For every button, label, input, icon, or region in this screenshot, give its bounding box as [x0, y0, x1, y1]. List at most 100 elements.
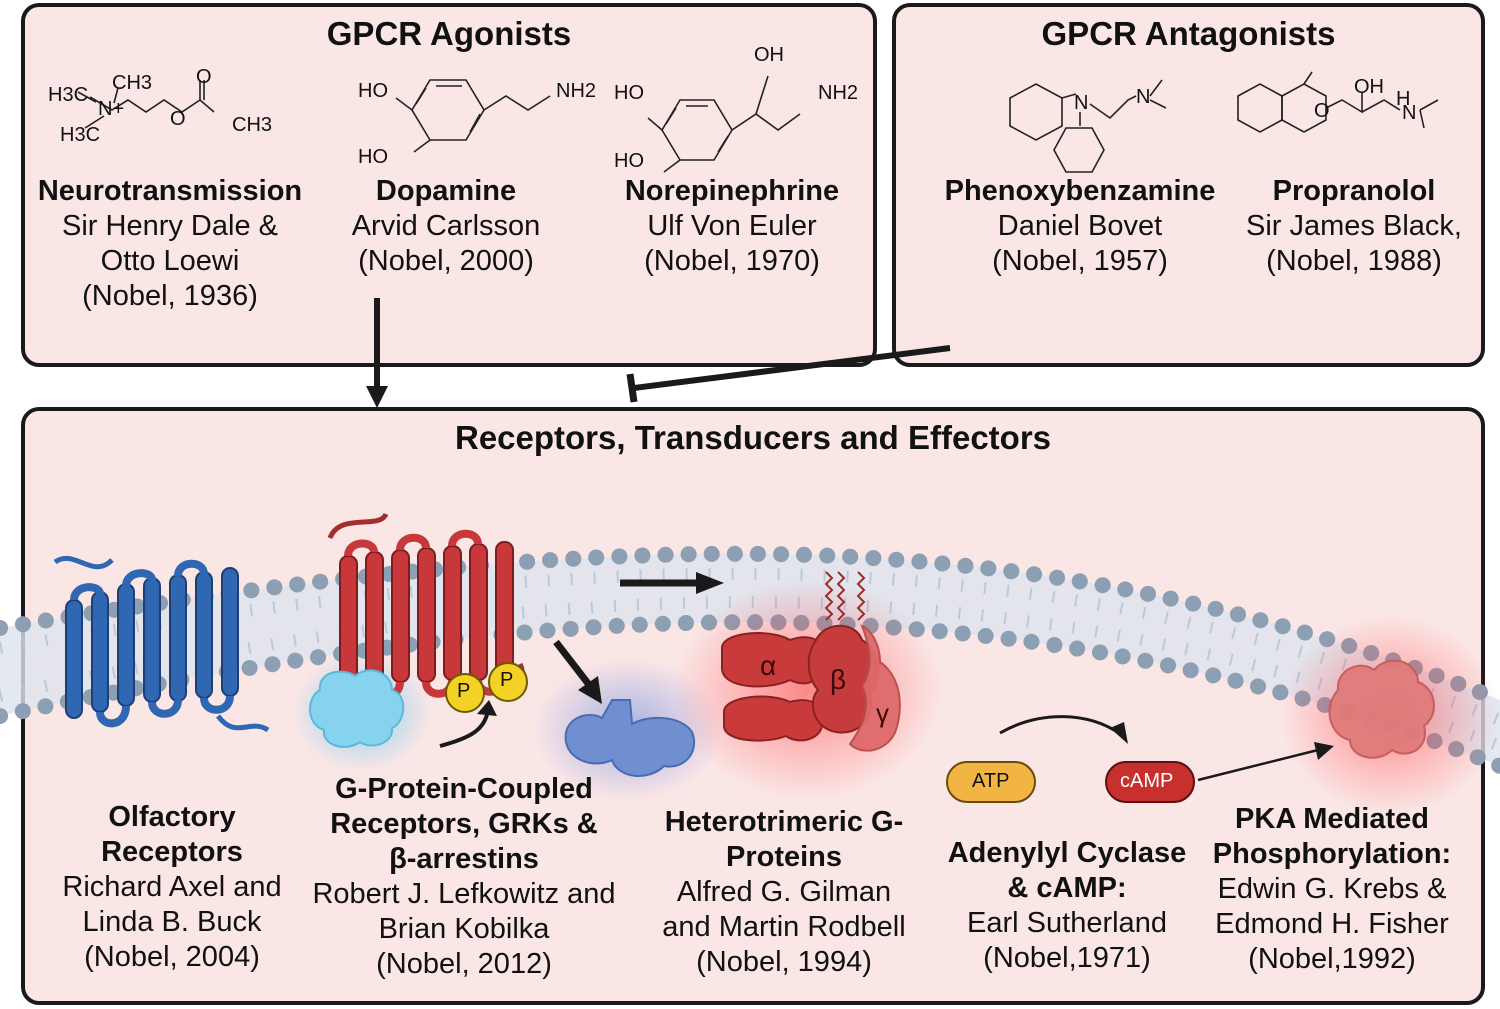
antagonist-inhibition-bar [626, 373, 638, 403]
g-protein-alpha [721, 632, 825, 742]
propranolol-structure [1237, 71, 1439, 133]
entry-name: Phenoxybenzamine [944, 175, 1216, 207]
atp-pill [946, 761, 1036, 803]
dopamine-label-ho-1: HO [358, 80, 388, 102]
norepinephrine-label-ho-1: HO [614, 82, 644, 104]
entry-name: Neurotransmission [37, 175, 303, 207]
camp-to-pka-arrow [1197, 748, 1319, 782]
entry-laureates: Daniel Bovet [997, 210, 1163, 242]
entry-propranolol: Propranolol Sir James Black, (Nobel, 198… [1226, 174, 1482, 279]
entry-nobel-year: (Nobel, 1957) [992, 245, 1168, 277]
entry-phenoxybenzamine: Phenoxybenzamine Daniel Bovet (Nobel, 19… [932, 174, 1228, 279]
entry-dopamine: Dopamine Arvid Carlsson (Nobel, 2000) [318, 174, 574, 279]
entry-name: Adenylyl Cyclase & cAMP: [947, 837, 1187, 904]
entry-laureates: Sir Henry Dale & Otto Loewi [62, 210, 278, 277]
alpha-subunit-label: α [760, 650, 777, 681]
phosphate-group-1 [445, 673, 485, 713]
atp-camp-arrow-head [1110, 722, 1128, 744]
beta-arrestin [564, 699, 695, 778]
entry-name: Norepinephrine [624, 175, 840, 207]
effectors-title: Receptors, Transducers and Effectors [454, 419, 1052, 456]
entry-nobel-year: (Nobel, 2004) [84, 941, 260, 973]
entry-pka-phosphorylation: PKA Mediated Phosphorylation: Edwin G. K… [1200, 802, 1464, 977]
entry-nobel-year: (Nobel,1992) [1248, 943, 1416, 975]
agonists-title: GPCR Agonists [326, 15, 572, 52]
entry-nobel-year: (Nobel, 2000) [358, 245, 534, 277]
entry-nobel-year: (Nobel, 1994) [696, 946, 872, 978]
entry-gpcr-grk-arrestins: G-Protein-Coupled Receptors, GRKs & β-ar… [296, 772, 632, 982]
entry-laureates: Ulf Von Euler [647, 210, 817, 242]
entry-adenylyl-cyclase-camp: Adenylyl Cyclase & cAMP: Earl Sutherland… [938, 836, 1196, 976]
camp-label: cAMP [1120, 770, 1174, 792]
g-protein-gamma [848, 624, 901, 752]
beta-subunit-label: β [830, 664, 847, 695]
entry-laureates: Arvid Carlsson [351, 210, 541, 242]
arrestin-arrow-head [578, 676, 602, 704]
phosphate-label-2: P [500, 669, 514, 691]
norepinephrine-label-nh2: NH2 [818, 82, 859, 104]
acetylcholine-structure [77, 80, 215, 129]
entry-name: Heterotrimeric G-Proteins [664, 806, 904, 873]
g-protein-glow [673, 580, 943, 800]
antagonist-inhibition-line [633, 345, 951, 391]
entry-nobel-year: (Nobel, 1988) [1266, 245, 1442, 277]
norepinephrine-label-oh: OH [754, 44, 784, 66]
phosphate-group-2 [488, 662, 528, 702]
antagonists-panel: GPCR Antagonists [892, 3, 1485, 367]
entry-nobel-year: (Nobel, 1970) [644, 245, 820, 277]
ach-label-h3c-a: H3C [48, 84, 89, 106]
entry-name: Propranolol [1272, 175, 1436, 207]
gamma-subunit-label: γ [876, 698, 889, 728]
entry-name: G-Protein-Coupled Receptors, GRKs & β-ar… [330, 773, 598, 875]
gprotein-arrow-head [696, 572, 724, 594]
propranolol-label-o: O [1314, 100, 1330, 122]
gpcr-to-arrestin-arrow [553, 639, 593, 689]
entry-laureates: Sir James Black, [1246, 210, 1462, 242]
antagonists-title: GPCR Antagonists [1041, 15, 1336, 52]
phenoxybenzamine-structure [1009, 79, 1167, 173]
camp-pill [1105, 761, 1195, 803]
propranolol-label-n: N [1402, 102, 1417, 124]
entry-laureates: Earl Sutherland [967, 907, 1167, 939]
norepinephrine-label-ho-2: HO [614, 150, 644, 172]
entry-nobel-year: (Nobel, 2012) [376, 948, 552, 980]
grk-protein [309, 669, 405, 748]
dopamine-structure [395, 79, 551, 153]
entry-norepinephrine: Norepinephrine Ulf Von Euler (Nobel, 197… [596, 174, 868, 279]
phenoxybenzamine-label-n2: N [1136, 86, 1151, 108]
entry-laureates: Edwin G. Krebs & Edmond H. Fisher [1215, 873, 1449, 940]
phenoxybenzamine-label-n: N [1074, 92, 1089, 114]
ach-label-h3c-b: H3C [60, 124, 101, 146]
pka-arrow-head [1314, 742, 1334, 760]
agonists-panel: GPCR Agonists [21, 3, 877, 367]
ach-label-n: N+ [98, 98, 125, 120]
lipid-anchors [824, 571, 866, 621]
entry-heterotrimeric-g-proteins: Heterotrimeric G-Proteins Alfred G. Gilm… [646, 805, 922, 980]
grk-arrow-head [477, 700, 497, 716]
ach-label-ch3-b: CH3 [232, 114, 273, 136]
atp-to-camp-arrow [999, 715, 1121, 736]
propranolol-label-oh: OH [1354, 76, 1384, 98]
gpcr-receptor [327, 512, 525, 700]
entry-laureates: Richard Axel and Linda B. Buck [62, 871, 282, 938]
ach-label-o: O [170, 108, 186, 130]
propranolol-label-h: H [1396, 88, 1411, 110]
dopamine-label-ho-2: HO [358, 146, 388, 168]
olfactory-receptor [53, 555, 270, 733]
entry-neurotransmission: Neurotransmission Sir Henry Dale & Otto … [22, 174, 318, 314]
entry-nobel-year: (Nobel,1971) [983, 942, 1151, 974]
entry-name: Olfactory Receptors [101, 801, 243, 868]
agonist-arrow-head [366, 386, 388, 408]
ach-label-o2: O [196, 66, 212, 88]
pka-protein [1328, 659, 1436, 759]
entry-nobel-year: (Nobel, 1936) [82, 280, 258, 312]
entry-olfactory-receptors: Olfactory Receptors Richard Axel and Lin… [36, 800, 308, 975]
dopamine-label-nh2: NH2 [556, 80, 597, 102]
entry-name: Dopamine [375, 175, 517, 207]
entry-name: PKA Mediated Phosphorylation: [1212, 803, 1452, 870]
phosphate-label-1: P [457, 680, 471, 702]
entry-laureates: Alfred G. Gilman and Martin Rodbell [662, 876, 906, 943]
atp-label: ATP [972, 770, 1010, 792]
norepinephrine-structure [647, 75, 801, 173]
